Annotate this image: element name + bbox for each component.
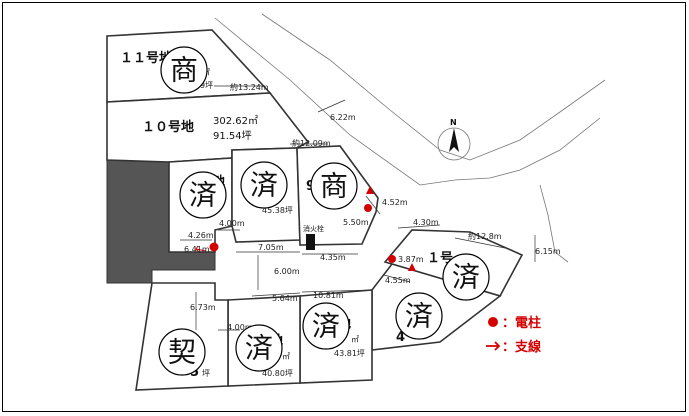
legend-guy-label: ：支線 — [502, 339, 542, 355]
lot-e-status-badge: 済 — [302, 302, 350, 350]
measurement-label: 4.30m — [413, 218, 439, 227]
dimension-lines — [180, 85, 536, 331]
lot-d-area-sqm: 4 — [396, 330, 405, 345]
measurement-label: 5.50m — [343, 218, 369, 227]
legend-pole-label: ：電柱 — [502, 315, 541, 331]
fire-hydrant-marker — [306, 234, 315, 250]
guy-wire-marker — [408, 263, 416, 271]
north-label: N — [450, 118, 457, 127]
measurement-label: 4.35m — [320, 253, 346, 262]
badge-text: 済 — [189, 179, 217, 212]
lot-g-area-tsubo: 坪 — [202, 369, 210, 378]
lot-d-status-badge: 済 — [395, 292, 443, 340]
measurement-label: 4.52m — [382, 198, 408, 207]
lot-f-area-tsubo: 40.80坪 — [262, 369, 293, 378]
lot-b-area-tsubo: 45.38坪 — [262, 206, 293, 215]
measurement-label: 4.00m — [227, 323, 253, 332]
measurement-label: 3.87m — [398, 255, 424, 264]
badge-text: 契 — [168, 336, 196, 369]
lot-a-status-badge: 済 — [179, 171, 227, 219]
legend: ：電柱 ：支線 — [486, 315, 542, 355]
north-compass: N — [437, 118, 471, 161]
utility-poles — [195, 186, 416, 271]
pole-marker — [364, 204, 372, 212]
guy-wire-arrow — [195, 245, 207, 253]
lot-10-area-tsubo: 91.54坪 — [213, 129, 252, 142]
legend-pole-icon — [488, 317, 498, 327]
measurement-label: 約12.8m — [468, 231, 502, 241]
measurement-label: 4.00m — [219, 219, 245, 228]
map-frame — [2, 2, 686, 412]
lot-11-area-tsubo: 9坪 — [200, 81, 213, 90]
measurement-label: 6.41m — [184, 245, 210, 254]
pole-marker — [209, 242, 219, 252]
badge-text: 済 — [405, 300, 433, 333]
measurement-label: 6.73m — [190, 303, 216, 312]
pole-marker — [388, 255, 396, 263]
measurement-label: 約13.24m — [230, 82, 269, 92]
measurement-label: 4.55m — [385, 276, 411, 285]
lot-1-status-badge: 済 — [442, 253, 490, 301]
lot-b-status-badge: 済 — [240, 161, 288, 209]
lot-11-label: １１号地 — [120, 50, 172, 66]
measurement-label: 4.26m — [188, 231, 214, 240]
status-badges: 商 済 済 商 済 済 済 — [158, 46, 490, 376]
badge-text: 商 — [320, 170, 348, 203]
lot-10-label: １０号地 — [142, 119, 194, 135]
measurement-label: 約12.09m — [292, 138, 331, 148]
guy-wire-marker — [366, 186, 374, 194]
measurement-label: 7.05m — [258, 243, 284, 252]
lot-g-status-badge: 契 — [158, 328, 206, 376]
lot-11-status-badge: 商 — [160, 46, 208, 94]
lot-e-area-sqm: ㎡ — [351, 335, 359, 344]
lot-1-label: １号 — [427, 251, 453, 266]
north-arrow-icon — [449, 128, 459, 152]
fire-hydrant-label: 消火栓 — [303, 224, 324, 233]
measurement-label: 10.81m — [313, 291, 344, 300]
road-outlines — [214, 13, 606, 263]
lot-e-area-tsubo: 43.81坪 — [334, 349, 365, 358]
measurement-label: 6.22m — [330, 113, 356, 122]
badge-text: 済 — [452, 261, 480, 294]
measurement-label: 5.64m — [272, 294, 298, 303]
lot-10-area-sqm: 302.62㎡ — [213, 115, 258, 127]
lot-f-area-sqm: ㎡ — [282, 352, 290, 361]
badge-text: 商 — [170, 54, 198, 87]
legend-guy-icon — [486, 341, 501, 351]
badge-text: 済 — [250, 169, 278, 202]
lot-f-status-badge: 済 — [235, 324, 283, 372]
lot-g-label: 5 — [190, 365, 199, 380]
lot-c-status-badge: 商 — [310, 162, 358, 210]
badge-text: 済 — [245, 332, 273, 365]
measurement-label: 6.00m — [274, 267, 300, 276]
measurement-label: 6.15m — [535, 247, 561, 256]
measurement-labels: 約13.24m 6.22m 約12.09m 4.52m 5.50m 4.00m … — [184, 82, 561, 332]
badge-text: 済 — [312, 310, 340, 343]
